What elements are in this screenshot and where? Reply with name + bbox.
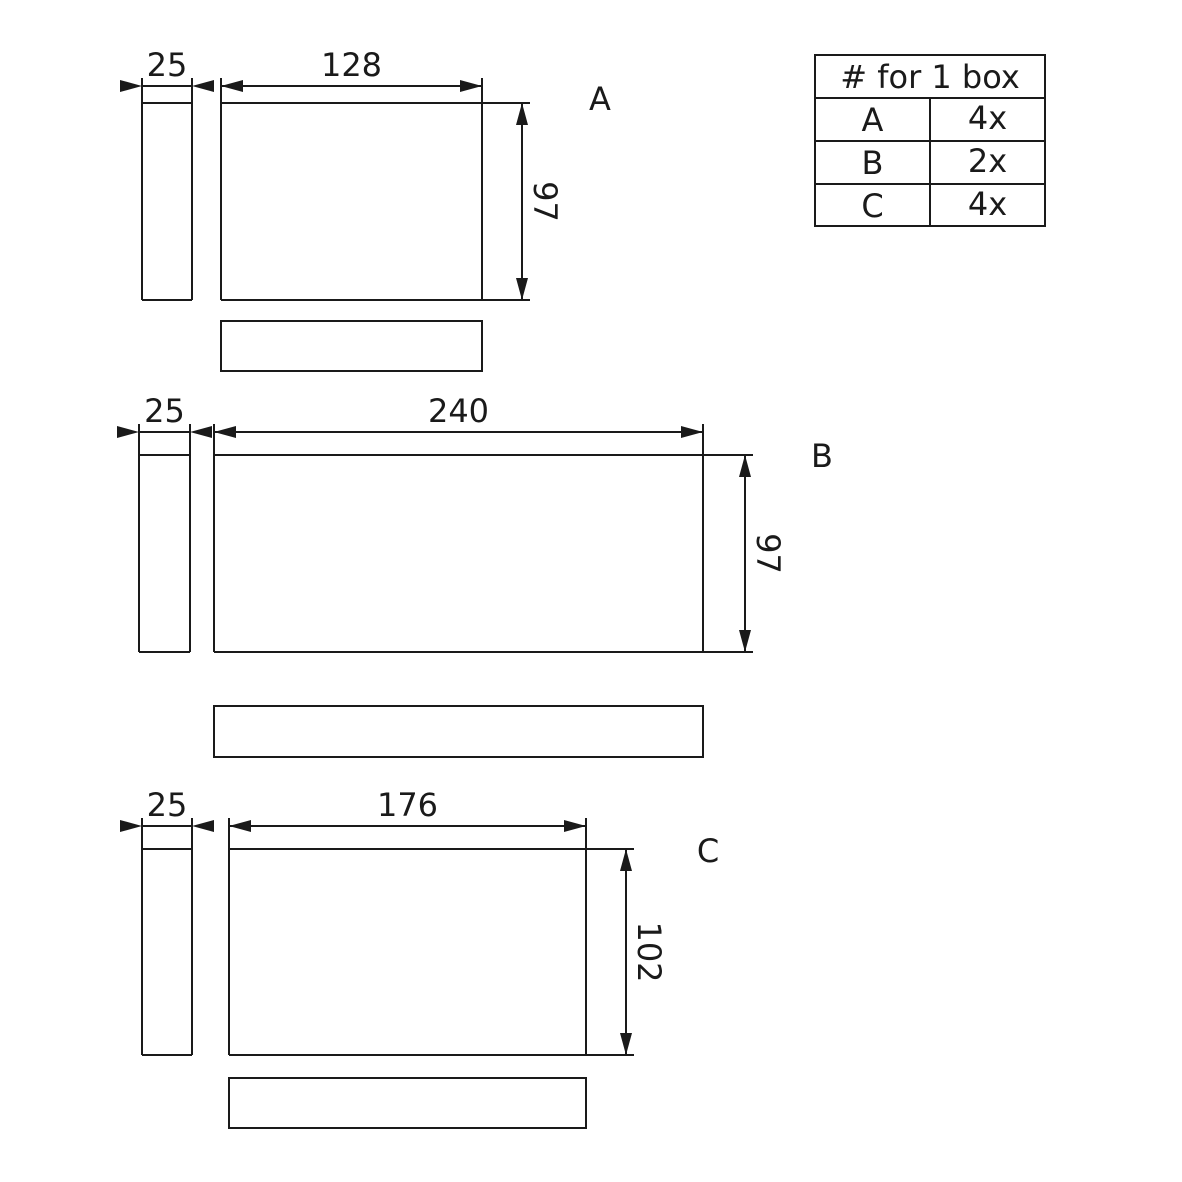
part-b: 25 240 97 B — [117, 392, 833, 758]
arrowhead — [192, 820, 214, 832]
arrowhead — [120, 80, 142, 92]
main-panel — [228, 818, 634, 1056]
arrowhead — [117, 426, 139, 438]
arrowhead — [516, 278, 528, 300]
table-cell-count: 2x — [968, 142, 1007, 180]
table-cell-part: C — [861, 187, 883, 225]
arrowhead — [460, 80, 482, 92]
arrowhead — [190, 426, 212, 438]
width-dimension: 240 — [214, 392, 703, 438]
thickness-label: 25 — [144, 392, 185, 430]
arrowhead — [620, 849, 632, 871]
part-label: C — [697, 832, 719, 870]
table-header: # for 1 box — [840, 58, 1020, 96]
side-panel — [138, 424, 191, 653]
thickness-dimension: 25 — [120, 786, 214, 832]
arrowhead — [221, 80, 243, 92]
thickness-dimension: 25 — [120, 46, 214, 92]
arrowhead — [681, 426, 703, 438]
height-dimension: 97 — [739, 455, 787, 652]
height-label: 97 — [526, 181, 564, 222]
width-label: 176 — [377, 786, 438, 824]
bottom-strip — [213, 705, 704, 758]
side-panel — [141, 78, 193, 301]
arrowhead — [516, 103, 528, 125]
table-cell-part: B — [862, 144, 884, 182]
side-panel — [141, 818, 193, 1056]
arrowhead — [214, 426, 236, 438]
width-dimension: 176 — [229, 786, 586, 832]
main-panel — [220, 78, 530, 301]
arrowhead — [564, 820, 586, 832]
arrowhead — [120, 820, 142, 832]
table-cell-count: 4x — [968, 99, 1007, 137]
height-label: 102 — [630, 921, 668, 982]
height-dimension: 102 — [620, 849, 668, 1055]
arrowhead — [739, 630, 751, 652]
bottom-strip — [228, 1077, 587, 1129]
height-dimension: 97 — [516, 103, 564, 300]
part-label: B — [811, 437, 833, 475]
thickness-label: 25 — [147, 786, 188, 824]
width-label: 128 — [321, 46, 382, 84]
arrowhead — [229, 820, 251, 832]
table-cell-count: 4x — [968, 185, 1007, 223]
arrowhead — [739, 455, 751, 477]
part-a: 25 128 97 A — [120, 46, 611, 372]
thickness-label: 25 — [147, 46, 188, 84]
arrowhead — [192, 80, 214, 92]
width-dimension: 128 — [221, 46, 482, 92]
part-c: 25 176 102 C — [120, 786, 719, 1129]
thickness-dimension: 25 — [117, 392, 212, 438]
height-label: 97 — [749, 533, 787, 574]
table-cell-part: A — [862, 101, 884, 139]
width-label: 240 — [428, 392, 489, 430]
bottom-strip — [220, 320, 483, 372]
part-label: A — [589, 80, 611, 118]
main-panel — [213, 424, 753, 653]
arrowhead — [620, 1033, 632, 1055]
